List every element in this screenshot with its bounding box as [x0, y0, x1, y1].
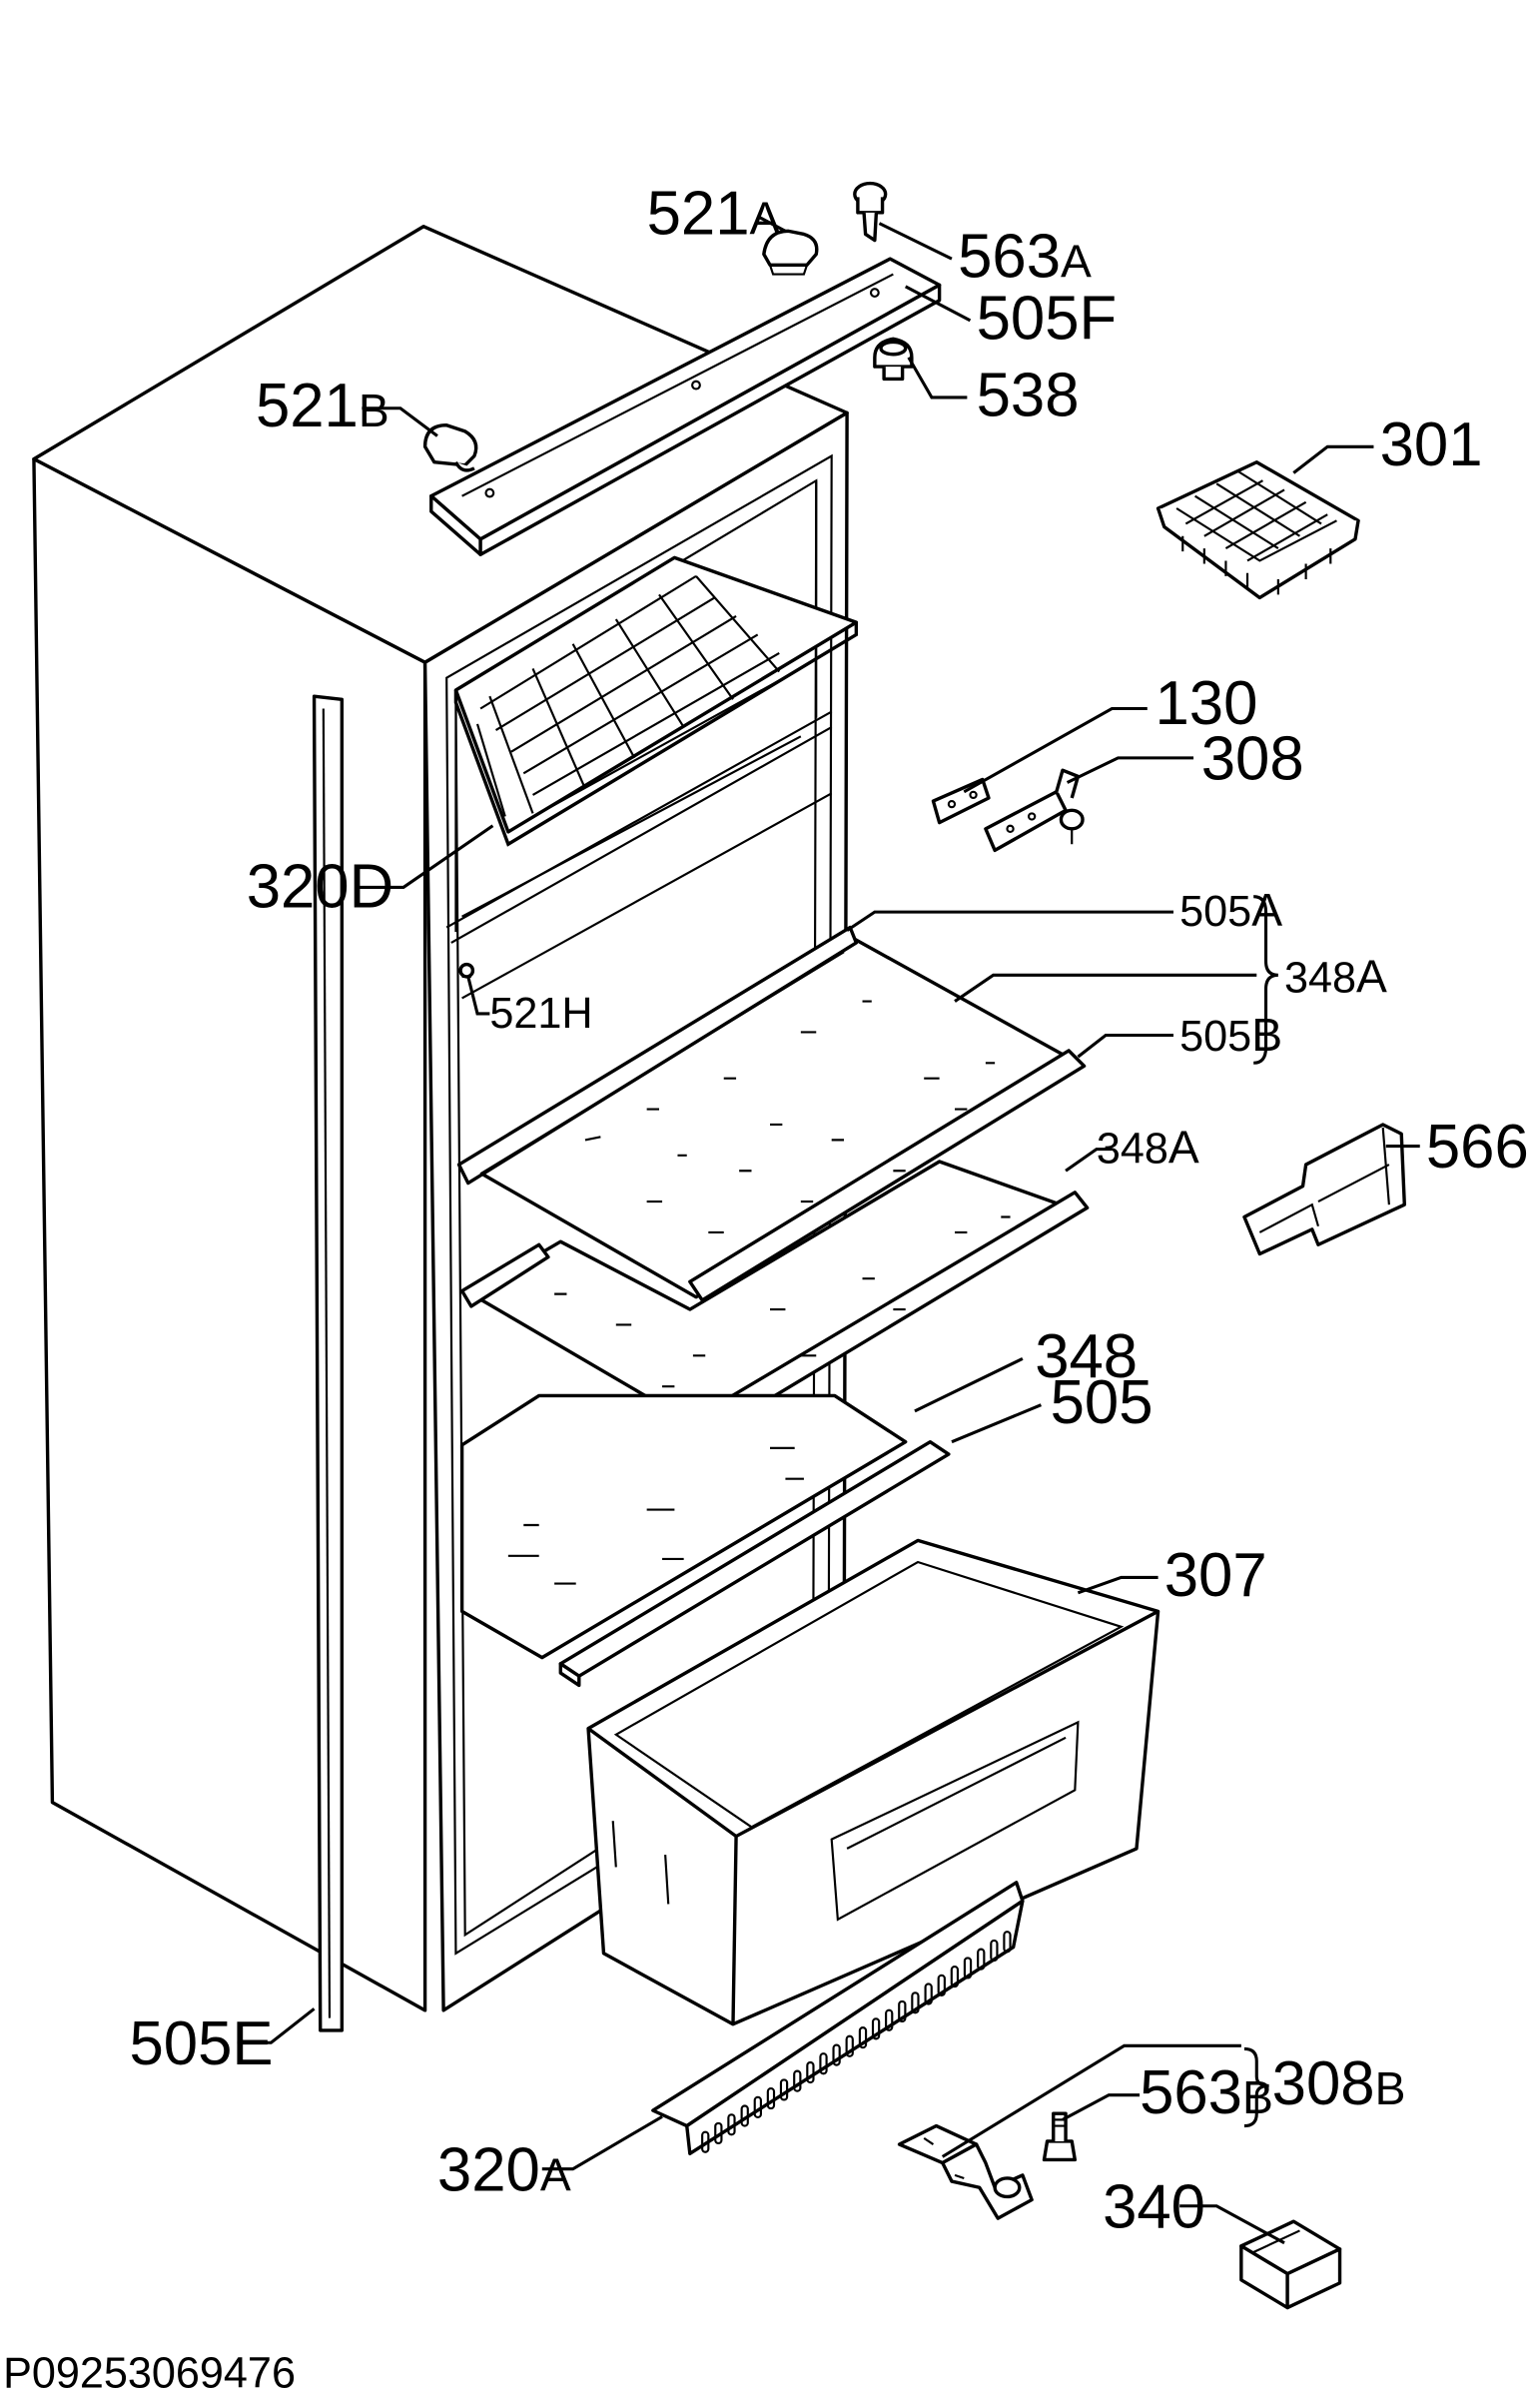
label-563a: 563A [958, 223, 1092, 292]
vent-grille-320a [651, 1881, 1025, 2155]
grille-slot [977, 1948, 986, 1971]
screw-563a [853, 181, 888, 243]
grille-slot [990, 1939, 999, 1963]
hinge-bar-505f [429, 257, 942, 556]
screw-521h [458, 962, 475, 979]
label-308b: 308B [1272, 2049, 1406, 2118]
ice-tray-301 [1155, 460, 1360, 600]
grille-slot [806, 2060, 815, 2084]
label-307: 307 [1164, 1541, 1267, 1610]
grille-slot [819, 2052, 828, 2075]
label-566: 566 [1426, 1113, 1529, 1182]
grille-slot [832, 2043, 841, 2066]
grille-slot [753, 2095, 762, 2118]
grille-slot [858, 2026, 868, 2049]
label-521b: 521B [256, 372, 389, 440]
label-320a: 320A [437, 2135, 571, 2204]
group-braces [1243, 895, 1278, 2128]
grille-slot [937, 1974, 946, 1997]
label-505b: 505B [1179, 1009, 1282, 1061]
part-566 [1242, 1123, 1407, 1256]
hinge-308 [984, 768, 1085, 853]
label-505: 505 [1051, 1368, 1154, 1437]
label-301: 301 [1380, 410, 1483, 479]
grille-slot [963, 1957, 973, 1980]
part-labels: 521A 563A 505F 538 521B 301 130 308 320D… [3, 179, 1529, 2397]
bushing-538 [873, 337, 914, 382]
glass-trim-505 [558, 1440, 951, 1688]
grille-slot [793, 2069, 802, 2092]
part-340 [1239, 2219, 1342, 2310]
door-gasket-505e [312, 694, 345, 2032]
grille-slot [898, 1999, 907, 2023]
label-348a-group: 348A [1284, 950, 1387, 1002]
grille-slot [766, 2086, 776, 2110]
grille-slot [740, 2104, 749, 2127]
grille-slot [950, 1965, 960, 1989]
grille-slot [924, 1983, 933, 2005]
screw-563b [1042, 2111, 1078, 2162]
freezer-wire-shelf-320d [453, 555, 859, 847]
glass-plate-348 [459, 1393, 908, 1660]
grille-slot [911, 1992, 920, 2014]
leader-lines [237, 216, 1420, 2245]
grille-slot [714, 2121, 723, 2145]
lower-hinge-308b [897, 2123, 1034, 2220]
grille-slot [871, 2017, 881, 2040]
label-538: 538 [977, 361, 1080, 429]
label-521a: 521A [647, 179, 781, 248]
grille-slot [779, 2078, 789, 2101]
grille-slot [701, 2130, 710, 2153]
grille-slot [885, 2008, 894, 2031]
label-348: 348 [1035, 1322, 1138, 1391]
label-521h: 521H [489, 990, 592, 1038]
reference-code: P09253069476 [3, 2350, 296, 2397]
cap-521a [762, 229, 819, 276]
label-563b: 563B [1140, 2058, 1273, 2127]
label-505a: 505A [1179, 884, 1282, 936]
grille-slot [727, 2113, 736, 2136]
plate-130 [931, 777, 991, 825]
label-308: 308 [1201, 724, 1304, 793]
glass-shelf-348a-upper [456, 925, 1087, 1302]
label-348a: 348A [1097, 1122, 1199, 1174]
label-320d: 320D [247, 852, 393, 921]
grille-slot [845, 2034, 854, 2057]
crisper-drawer-307 [586, 1538, 1160, 2026]
label-340: 340 [1103, 2172, 1205, 2241]
label-505f: 505F [977, 284, 1118, 353]
label-505e: 505E [130, 2009, 274, 2078]
grille-slot [1003, 1931, 1012, 1954]
label-130: 130 [1155, 669, 1258, 738]
